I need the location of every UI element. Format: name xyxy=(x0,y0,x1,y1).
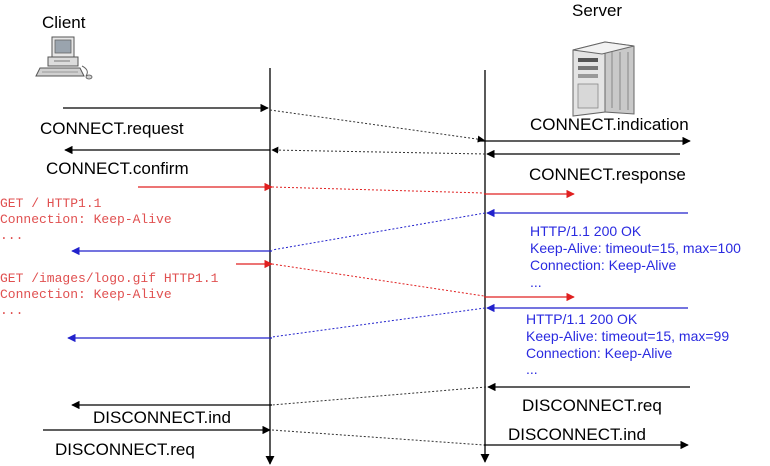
request1-line-3: ... xyxy=(0,228,23,243)
response1-line-1: HTTP/1.1 200 OK xyxy=(530,223,642,239)
response2-line-3: Connection: Keep-Alive xyxy=(526,345,673,361)
connect-confirm-dotted xyxy=(271,146,486,155)
connect-request-label: CONNECT.request xyxy=(40,119,184,138)
request1-dotted xyxy=(271,186,485,194)
client-label: Client xyxy=(42,13,86,32)
response1-line-3: Connection: Keep-Alive xyxy=(530,257,677,273)
response1-line-2: Keep-Alive: timeout=15, max=100 xyxy=(530,240,741,256)
server-tower-icon xyxy=(572,41,635,117)
disconnect-req-server-label: DISCONNECT.req xyxy=(522,396,662,415)
disconnect-ind-server-label: DISCONNECT.ind xyxy=(508,425,646,444)
connect-confirm-label: CONNECT.confirm xyxy=(46,159,189,178)
disconnect-pdu1-dotted xyxy=(271,386,487,406)
response2-dotted xyxy=(271,307,486,338)
connect-pdu-dotted xyxy=(269,109,485,143)
connect-indication-label: CONNECT.indication xyxy=(530,115,689,134)
response1-line-4: ... xyxy=(530,274,542,290)
desktop-computer-icon xyxy=(35,36,93,80)
connect-response-label: CONNECT.response xyxy=(529,165,686,184)
request1-line-1: GET / HTTP1.1 xyxy=(0,196,102,211)
request2-dotted xyxy=(271,263,485,297)
request1-line-2: Connection: Keep-Alive xyxy=(0,212,172,227)
disconnect-req-client-label: DISCONNECT.req xyxy=(55,440,195,459)
response2-line-4: ... xyxy=(526,361,538,377)
response1-dotted xyxy=(271,212,486,251)
request2-line-2: Connection: Keep-Alive xyxy=(0,287,172,302)
response2-line-2: Keep-Alive: timeout=15, max=99 xyxy=(526,328,729,344)
request2-line-1: GET /images/logo.gif HTTP1.1 xyxy=(0,271,219,286)
disconnect-ind-client-label: DISCONNECT.ind xyxy=(93,408,231,427)
response2-line-1: HTTP/1.1 200 OK xyxy=(526,311,638,327)
request2-line-3: ... xyxy=(0,303,23,318)
disconnect-pdu2-dotted xyxy=(271,429,485,446)
server-label: Server xyxy=(572,1,622,20)
